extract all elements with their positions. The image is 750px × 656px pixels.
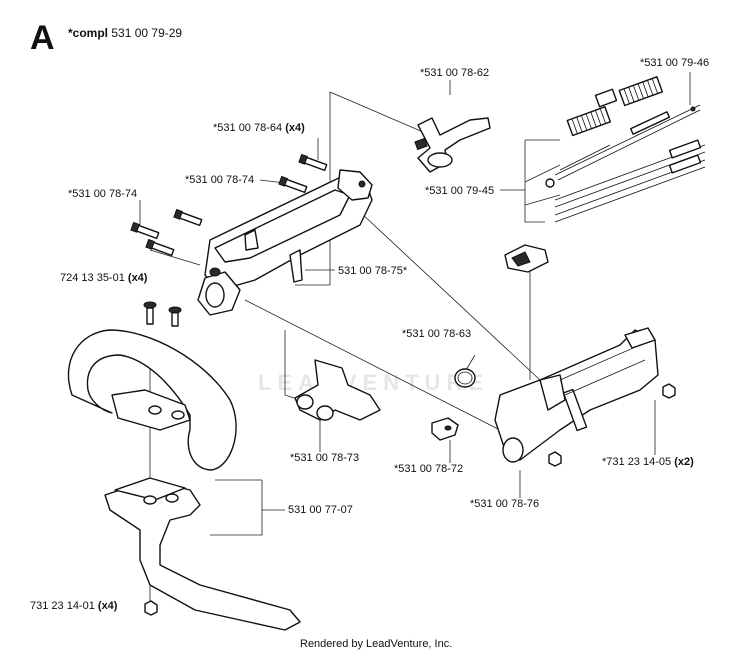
footer-credit: Rendered by LeadVenture, Inc.	[300, 638, 453, 650]
throttle-lever	[414, 117, 491, 173]
part-label-531-00-78-72[interactable]: *531 00 78-72	[394, 463, 464, 475]
quantity: (x4)	[97, 600, 118, 612]
lock-lever	[294, 359, 381, 421]
o-ring	[454, 368, 476, 388]
quantity: (x4)	[285, 122, 305, 134]
stop-switch	[504, 244, 549, 273]
compl-prefix: *compl	[68, 26, 109, 40]
part-label-531-00-78-74-a[interactable]: *531 00 78-74	[185, 174, 255, 186]
part-label-731-23-14-05[interactable]: *731 23 14-05 (x2)	[602, 456, 694, 469]
screw-group	[130, 153, 328, 257]
part-label-531-00-78-62[interactable]: *531 00 78-62	[420, 67, 490, 79]
part-label-531-00-78-75[interactable]: 531 00 78-75*	[338, 265, 408, 277]
handle-bracket	[104, 477, 301, 631]
watermark: LEADVENTURE	[258, 370, 490, 395]
part-label-531-00-77-07[interactable]: 531 00 77-07	[288, 504, 353, 516]
section-letter: A	[30, 19, 55, 57]
clip	[431, 417, 459, 441]
part-label-531-00-78-74-b[interactable]: *531 00 78-74	[68, 188, 138, 200]
quantity: (x2)	[674, 456, 694, 468]
part-label-531-00-79-45[interactable]: *531 00 79-45	[425, 185, 495, 197]
part-label-531-00-78-73[interactable]: *531 00 78-73	[290, 452, 360, 464]
part-label-731-23-14-01[interactable]: 731 23 14-01 (x4)	[30, 600, 117, 613]
compl-number: 531 00 79-29	[111, 26, 183, 40]
part-number: *531 00 78-64	[213, 122, 283, 134]
loop-handle	[67, 329, 237, 471]
part-number: *731 23 14-05	[602, 456, 672, 468]
leader-lines	[139, 72, 691, 610]
throttle-cable	[545, 76, 706, 223]
part-number: 731 23 14-01	[30, 600, 95, 612]
part-number: 724 13 35-01	[60, 272, 125, 284]
handle-screws	[143, 301, 182, 327]
part-label-531-00-78-63[interactable]: *531 00 78-63	[402, 328, 472, 340]
lower-housing	[494, 327, 659, 463]
nuts	[144, 383, 676, 616]
upper-housing	[197, 169, 373, 316]
part-label-531-00-78-76[interactable]: *531 00 78-76	[470, 498, 540, 510]
part-label-724-13-35-01[interactable]: 724 13 35-01 (x4)	[60, 272, 147, 285]
part-label-531-00-79-46[interactable]: *531 00 79-46	[640, 57, 710, 69]
complete-assembly-label: *compl 531 00 79-29	[68, 26, 182, 40]
quantity: (x4)	[127, 272, 148, 284]
part-label-531-00-78-64[interactable]: *531 00 78-64 (x4)	[213, 122, 305, 135]
